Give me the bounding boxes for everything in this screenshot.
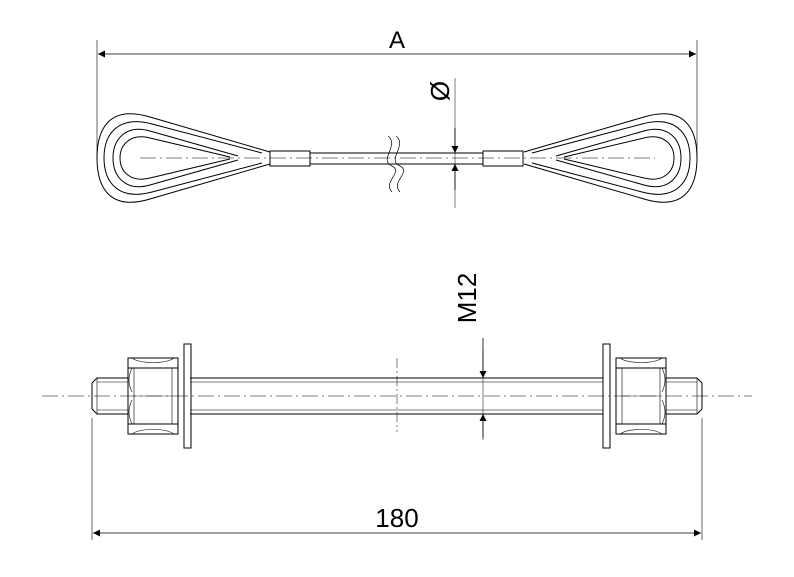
- break-mark-right: [394, 135, 404, 193]
- dimension-a-label: A: [389, 27, 405, 54]
- right-washer: [602, 343, 611, 449]
- break-mark-left: [386, 135, 396, 193]
- left-thimble-eye: [96, 113, 271, 203]
- left-ferrule: [269, 150, 311, 167]
- dimension-180-label: 180: [375, 503, 418, 533]
- diameter-label: Ø: [425, 81, 455, 101]
- left-washer: [183, 343, 192, 449]
- wire-rope-view: [96, 40, 698, 208]
- right-hex-nut: [615, 357, 667, 435]
- right-ferrule: [482, 150, 524, 167]
- right-thread-end: [666, 377, 703, 415]
- left-hex-nut: [127, 357, 179, 435]
- threaded-rod-view: [42, 338, 752, 540]
- right-thimble-eye: [523, 113, 698, 203]
- left-thread-end: [91, 377, 128, 415]
- thread-size-label: M12: [452, 273, 482, 324]
